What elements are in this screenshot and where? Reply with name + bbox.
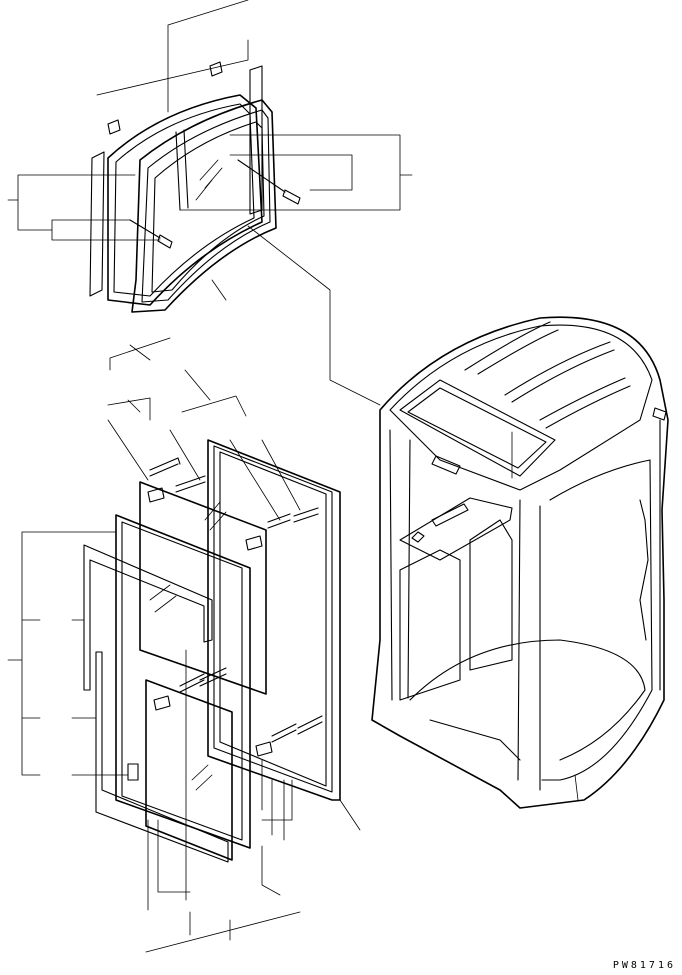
- operator-cab: [371, 316, 669, 809]
- door-window-assembly: [7, 337, 361, 953]
- roof-window-assembly: [7, 0, 413, 313]
- drawing-code: PW81716: [612, 960, 676, 971]
